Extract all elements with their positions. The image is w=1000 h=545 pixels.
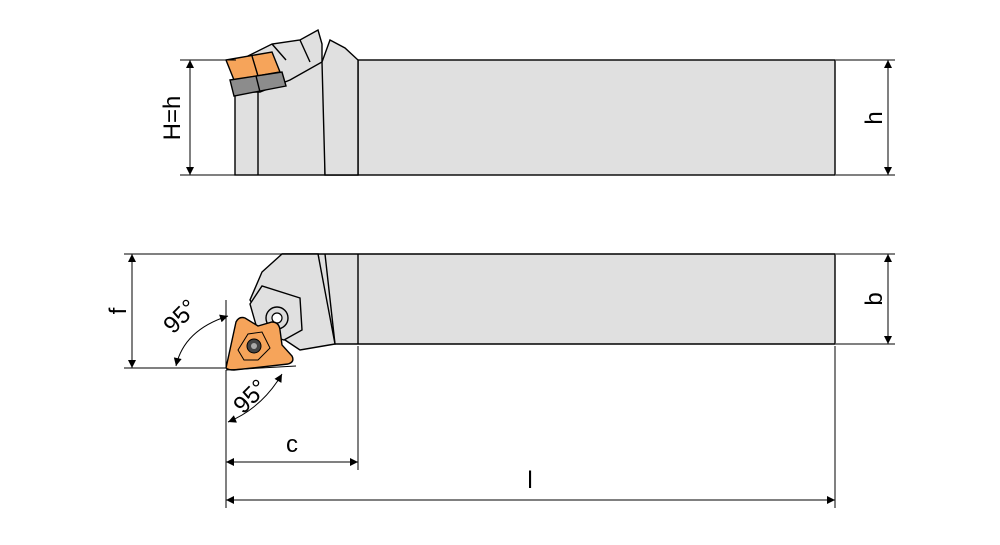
angle-label-bottom: 95°	[228, 374, 273, 419]
dim-label-H-equals-h: H=h	[159, 96, 186, 141]
top-view: f b 95° 95° c l	[105, 253, 895, 508]
dim-label-h: h	[861, 111, 888, 124]
dim-label-f: f	[105, 307, 132, 314]
side-view: H=h h	[159, 28, 895, 176]
dim-label-l: l	[527, 467, 532, 494]
top-view-shank	[258, 253, 836, 345]
dim-label-b: b	[861, 292, 888, 305]
dim-label-c: c	[286, 431, 298, 458]
